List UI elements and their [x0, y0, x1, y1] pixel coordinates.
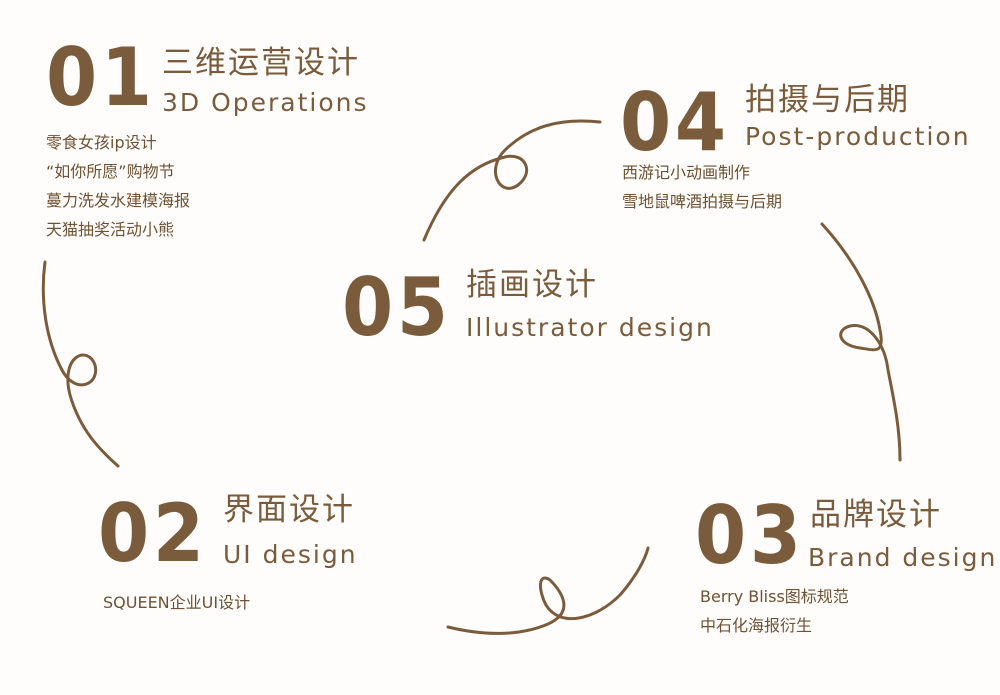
section-number: 01: [46, 31, 156, 124]
section-title-en: 3D Operations: [162, 88, 369, 117]
section-items: 西游记小动画制作 雪地鼠啤酒拍摄与后期: [622, 158, 782, 216]
loop-line-top: [422, 119, 602, 242]
list-item: Berry Bliss图标规范: [700, 587, 849, 606]
section-items: 零食女孩ip设计 “如你所愿”购物节 蔓力洗发水建模海报 天猫抽奖活动小熊: [46, 128, 190, 244]
section-items: SQUEEN企业UI设计: [103, 588, 250, 617]
list-item: SQUEEN企业UI设计: [103, 593, 251, 612]
list-item: 西游记小动画制作: [622, 163, 751, 182]
section-title-en: Illustrator design: [466, 313, 714, 342]
list-item: 零食女孩ip设计: [46, 133, 157, 152]
list-item: “如你所愿”购物节: [46, 162, 175, 181]
section-title-cn: 拍摄与后期: [745, 82, 910, 118]
section-title-en: Post-production: [745, 122, 971, 151]
loop-line-bottom: [446, 546, 650, 635]
section-items: Berry Bliss图标规范 中石化海报衍生: [700, 582, 849, 640]
list-item: 蔓力洗发水建模海报: [46, 191, 191, 210]
list-item: 中石化海报衍生: [700, 616, 813, 635]
section-title-cn: 品牌设计: [810, 497, 942, 533]
list-item: 天猫抽奖活动小熊: [46, 220, 175, 239]
loop-line-left: [41, 260, 120, 468]
section-title-cn: 三维运营设计: [162, 45, 360, 81]
loop-line-right: [820, 222, 902, 462]
list-item: 雪地鼠啤酒拍摄与后期: [622, 192, 783, 211]
section-title-cn: 界面设计: [223, 492, 355, 528]
section-number: 02: [98, 487, 208, 580]
section-number: 05: [342, 261, 452, 354]
section-number: 03: [695, 489, 805, 582]
section-title-en: UI design: [223, 540, 358, 569]
section-title-en: Brand design: [808, 543, 998, 572]
section-number: 04: [620, 76, 730, 169]
section-title-cn: 插画设计: [466, 267, 598, 303]
